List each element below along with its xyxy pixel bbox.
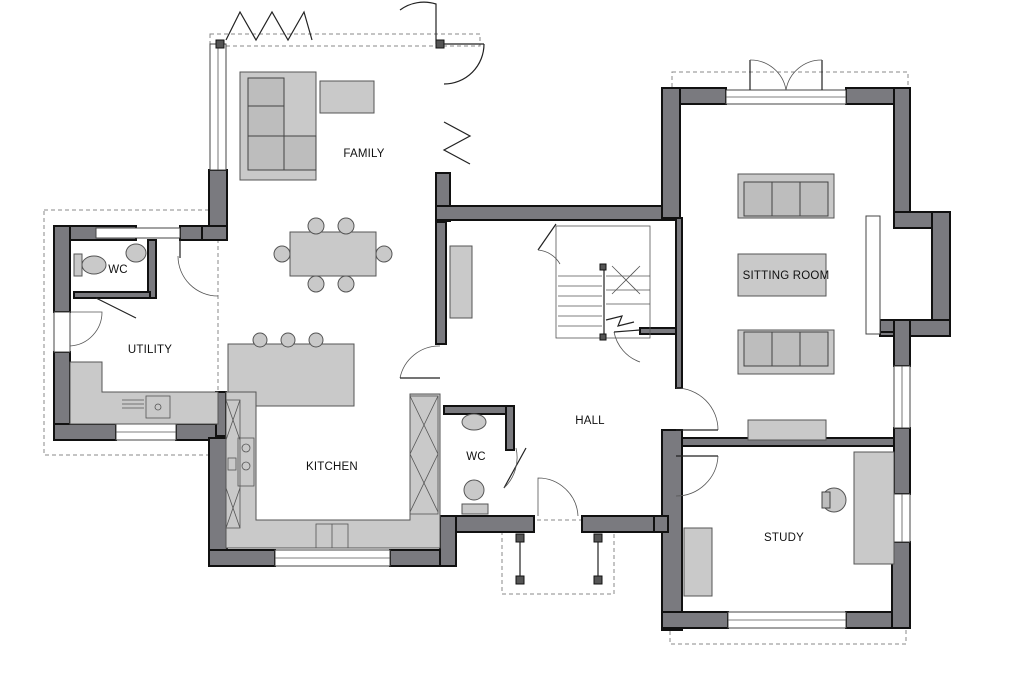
room-label-utility: UTILITY bbox=[128, 344, 172, 356]
room-label-sitting-room: SITTING ROOM bbox=[743, 270, 830, 282]
sitting-room-coffee-table bbox=[737, 253, 827, 297]
kitchen-worktops bbox=[225, 391, 441, 549]
dining-table bbox=[273, 217, 393, 293]
study-desk bbox=[853, 451, 895, 565]
staircase bbox=[555, 225, 651, 341]
porch-posts bbox=[515, 533, 603, 585]
study-bookcase bbox=[683, 527, 713, 597]
room-label-wc-hall: WC bbox=[466, 451, 486, 463]
room-label-family: FAMILY bbox=[343, 148, 384, 160]
hall-console bbox=[449, 245, 473, 319]
room-label-hall: HALL bbox=[575, 415, 605, 427]
family-sofa bbox=[239, 71, 317, 181]
family-coffee-table bbox=[319, 80, 375, 114]
sitting-room-sideboard bbox=[747, 419, 827, 441]
study-chair bbox=[821, 487, 847, 513]
sitting-room-sofa-top bbox=[737, 173, 835, 219]
room-labels: FAMILY SITTING ROOM WC UTILITY HALL WC K… bbox=[108, 148, 829, 544]
dashed-outlines bbox=[43, 33, 909, 645]
furniture bbox=[69, 71, 895, 597]
stair-treads bbox=[558, 265, 650, 327]
room-label-kitchen: KITCHEN bbox=[306, 461, 358, 473]
utility-worktop bbox=[69, 361, 219, 425]
windows bbox=[53, 43, 911, 629]
sitting-room-sofa-bottom bbox=[737, 329, 835, 375]
room-label-wc-utility: WC bbox=[108, 264, 128, 276]
doors bbox=[69, 1, 823, 517]
walls bbox=[53, 87, 951, 631]
room-label-study: STUDY bbox=[764, 532, 804, 544]
utility-wc-toilet bbox=[73, 243, 147, 277]
hall-wc-fixtures bbox=[461, 413, 489, 515]
